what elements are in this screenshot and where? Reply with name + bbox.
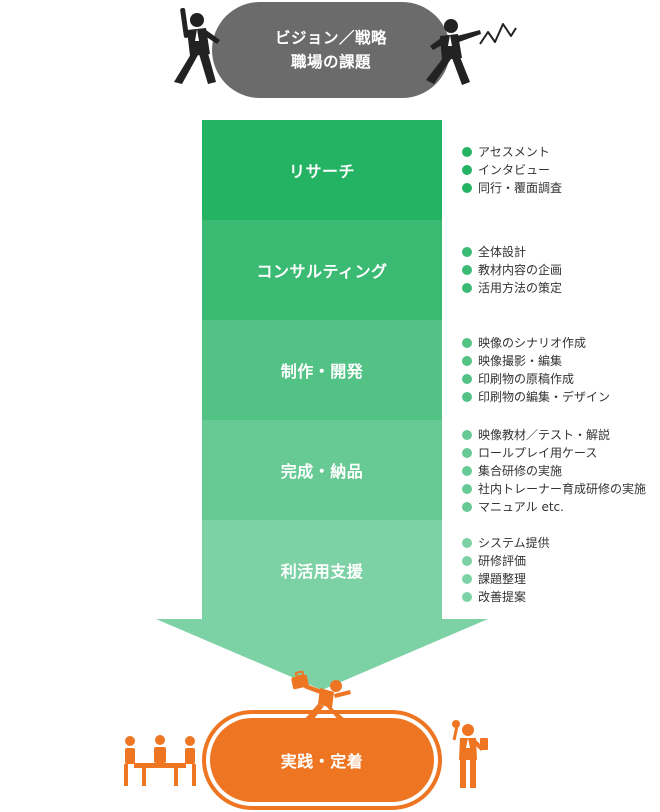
bullet-dot-icon <box>462 283 472 293</box>
bullet-dot-icon <box>462 538 472 548</box>
list-item: 教材内容の企画 <box>462 261 562 279</box>
pointing-businessman-icon <box>426 19 481 85</box>
practice-pill: 実践・定着 <box>210 718 434 802</box>
bullet-dot-icon <box>462 448 472 458</box>
stage-production: 制作・開発 <box>202 320 442 420</box>
stage-label: リサーチ <box>288 162 355 181</box>
list-item: インタビュー <box>462 161 562 179</box>
vision-strategy-pill: ビジョン／戦略 職場の課題 <box>212 2 450 98</box>
practice-pill-label: 実践・定着 <box>280 752 364 771</box>
list-item: 研修評価 <box>462 552 550 570</box>
bullet-dot-icon <box>462 592 472 602</box>
list-item: アセスメント <box>462 143 562 161</box>
bullet-dot-icon <box>462 430 472 440</box>
meeting-people-icon <box>124 735 196 786</box>
list-item: 映像撮影・編集 <box>462 352 610 370</box>
list-item: 社内トレーナー育成研修の実施 <box>462 480 646 498</box>
stage-research: リサーチ <box>202 120 442 220</box>
list-item: 映像教材／テスト・解説 <box>462 426 646 444</box>
bullet-dot-icon <box>462 356 472 366</box>
stage-delivery: 完成・納品 <box>202 420 442 520</box>
stage-consulting: コンサルティング <box>202 220 442 320</box>
bullet-dot-icon <box>462 574 472 584</box>
bullet-dot-icon <box>462 147 472 157</box>
bullet-dot-icon <box>462 556 472 566</box>
top-pill-line1: ビジョン／戦略 <box>274 29 387 47</box>
list-item: 映像のシナリオ作成 <box>462 334 610 352</box>
down-arrow-head <box>156 619 488 690</box>
list-item: 同行・覆面調査 <box>462 179 562 197</box>
stage-utilization-support: 利活用支援 <box>202 520 442 620</box>
presenting-businessman-icon <box>452 720 488 788</box>
bullet-dot-icon <box>462 392 472 402</box>
bullet-dot-icon <box>462 466 472 476</box>
bullet-dot-icon <box>462 165 472 175</box>
bullet-dot-icon <box>462 374 472 384</box>
list-item: 活用方法の策定 <box>462 279 562 297</box>
bullet-dot-icon <box>462 247 472 257</box>
research-item-list: アセスメント インタビュー 同行・覆面調査 <box>462 143 562 197</box>
stage-label: 完成・納品 <box>280 462 364 481</box>
cheering-businessman-icon <box>174 7 220 84</box>
jumping-businessman-icon <box>291 670 351 724</box>
bullet-dot-icon <box>462 265 472 275</box>
list-item: 印刷物の原稿作成 <box>462 370 610 388</box>
list-item: システム提供 <box>462 534 550 552</box>
list-item: 課題整理 <box>462 570 550 588</box>
delivery-item-list: 映像教材／テスト・解説 ロールプレイ用ケース 集合研修の実施 社内トレーナー育成… <box>462 426 646 516</box>
stage-label: コンサルティング <box>256 262 388 281</box>
consulting-item-list: 全体設計 教材内容の企画 活用方法の策定 <box>462 243 562 297</box>
bullet-dot-icon <box>462 338 472 348</box>
list-item: 改善提案 <box>462 588 550 606</box>
stage-label: 利活用支援 <box>280 562 364 581</box>
utilization-item-list: システム提供 研修評価 課題整理 改善提案 <box>462 534 550 606</box>
list-item: 印刷物の編集・デザイン <box>462 388 610 406</box>
production-item-list: 映像のシナリオ作成 映像撮影・編集 印刷物の原稿作成 印刷物の編集・デザイン <box>462 334 610 406</box>
zigzag-chart-icon <box>479 23 517 45</box>
list-item: マニュアル etc. <box>462 498 646 516</box>
list-item: 集合研修の実施 <box>462 462 646 480</box>
list-item: 全体設計 <box>462 243 562 261</box>
bullet-dot-icon <box>462 484 472 494</box>
bullet-dot-icon <box>462 183 472 193</box>
top-pill-line2: 職場の課題 <box>290 53 371 71</box>
stage-label: 制作・開発 <box>280 362 364 381</box>
bullet-dot-icon <box>462 502 472 512</box>
list-item: ロールプレイ用ケース <box>462 444 646 462</box>
